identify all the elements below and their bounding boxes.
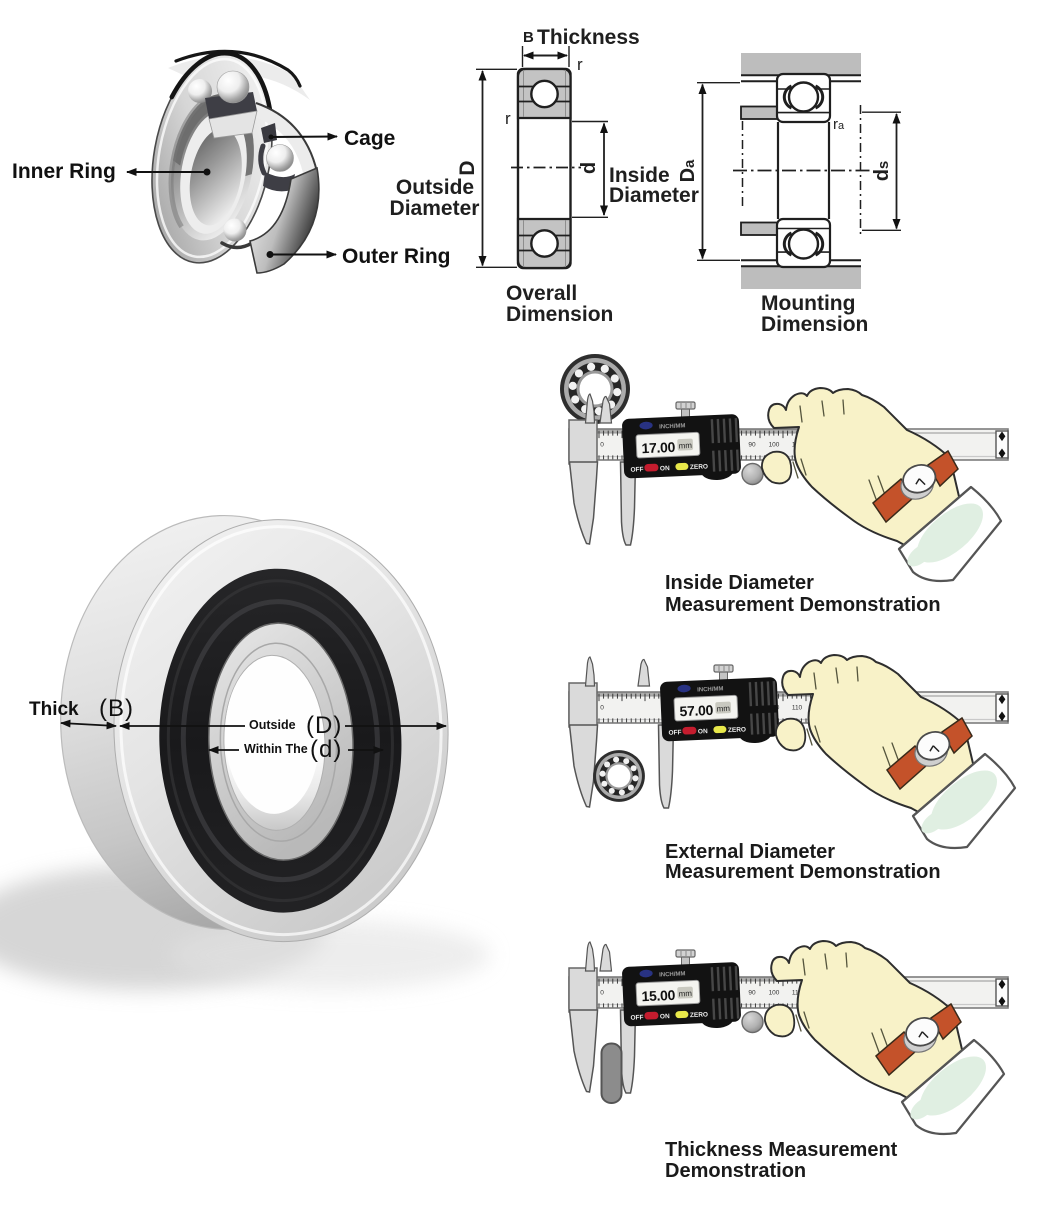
svg-text:Outside: Outside bbox=[396, 176, 474, 199]
svg-text:Dimension: Dimension bbox=[506, 303, 613, 326]
svg-text:Inner Ring: Inner Ring bbox=[12, 160, 116, 183]
svg-text:Overall: Overall bbox=[506, 282, 577, 305]
svg-text:Measurement Demonstration: Measurement Demonstration bbox=[665, 861, 941, 883]
svg-text:Mounting: Mounting bbox=[761, 292, 855, 315]
svg-text:Demonstration: Demonstration bbox=[665, 1160, 806, 1182]
svg-text:(D): (D) bbox=[306, 712, 342, 739]
svg-text:ds: ds bbox=[871, 161, 893, 182]
svg-text:17.00: 17.00 bbox=[641, 439, 676, 456]
svg-text:57.00: 57.00 bbox=[679, 702, 714, 719]
svg-text:r: r bbox=[505, 109, 511, 128]
svg-text:(d): (d) bbox=[310, 736, 342, 763]
svg-text:Da: Da bbox=[677, 159, 699, 182]
svg-text:Outer Ring: Outer Ring bbox=[342, 245, 451, 268]
svg-text:Thick: Thick bbox=[29, 699, 79, 720]
svg-text:15.00: 15.00 bbox=[641, 987, 676, 1004]
svg-text:(B): (B) bbox=[99, 695, 134, 722]
svg-text:Outside: Outside bbox=[249, 718, 296, 732]
svg-text:Within The: Within The bbox=[244, 742, 308, 756]
svg-text:d: d bbox=[578, 162, 600, 174]
svg-text:Diameter: Diameter bbox=[609, 184, 699, 207]
svg-text:Inside Diameter: Inside Diameter bbox=[665, 572, 814, 594]
svg-text:r: r bbox=[577, 55, 583, 74]
svg-text:D: D bbox=[456, 160, 479, 175]
svg-text:Diameter: Diameter bbox=[390, 197, 480, 220]
svg-text:ra: ra bbox=[833, 116, 845, 133]
svg-text:Inside: Inside bbox=[609, 164, 670, 187]
svg-text:Thickness: Thickness bbox=[537, 26, 640, 49]
svg-text:Measurement Demonstration: Measurement Demonstration bbox=[665, 594, 941, 616]
svg-text:Dimension: Dimension bbox=[761, 313, 868, 336]
svg-text:Thickness Measurement: Thickness Measurement bbox=[665, 1139, 898, 1161]
svg-text:B: B bbox=[523, 29, 534, 46]
svg-text:Cage: Cage bbox=[344, 127, 395, 150]
svg-text:External Diameter: External Diameter bbox=[665, 841, 835, 863]
